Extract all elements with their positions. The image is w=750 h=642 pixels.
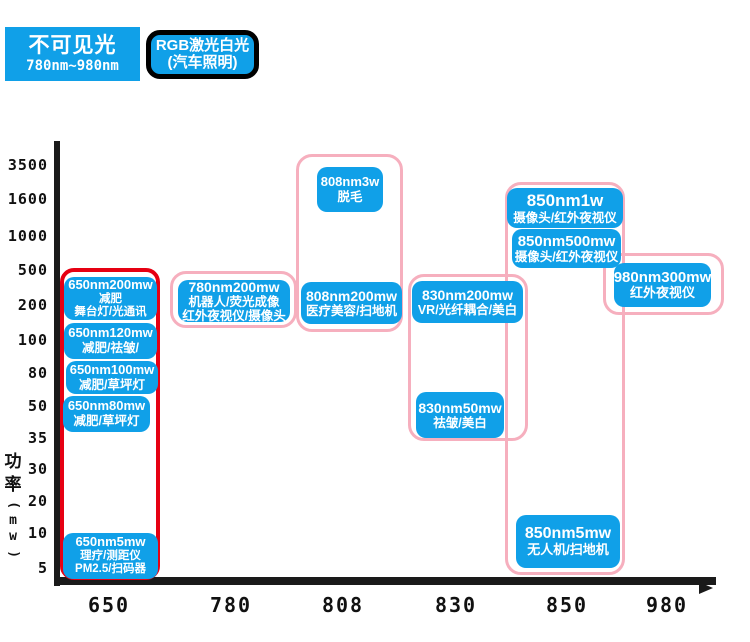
y-title-char: ) bbox=[6, 549, 22, 558]
rgb-laser-line2: (汽车照明) bbox=[167, 53, 238, 71]
box-apps: 机器人/荧光成像 bbox=[188, 294, 280, 309]
y-axis-line bbox=[54, 141, 60, 586]
group-780-outline bbox=[170, 271, 297, 328]
box-label: 830nm200mw bbox=[421, 286, 514, 303]
box-apps: 红外夜视仪/摄像头 bbox=[182, 309, 286, 324]
y-tick-500: 500 bbox=[17, 261, 48, 279]
data-box-980nm300mw: 980nm300mw 红外夜视仪 bbox=[614, 263, 711, 307]
x-tick-780: 780 bbox=[209, 593, 253, 617]
y-tick-10: 10 bbox=[27, 524, 48, 542]
box-label: 980nm300mw bbox=[613, 268, 712, 286]
y-tick-80: 80 bbox=[27, 364, 48, 382]
box-label: 830nm50mw bbox=[418, 399, 502, 416]
box-apps: PM2.5/扫码器 bbox=[75, 563, 146, 576]
x-axis-line bbox=[54, 577, 716, 585]
box-label: 808nm200mw bbox=[305, 287, 398, 304]
box-label: 850nm1w bbox=[526, 191, 604, 211]
box-label: 650nm5mw bbox=[75, 534, 146, 550]
data-box-650nm200mw: 650nm200mw 减肥 舞台灯/光通讯 bbox=[64, 277, 157, 320]
box-apps: 摄像头/红外夜视仪 bbox=[513, 210, 617, 225]
box-apps: 减肥/祛皱/ bbox=[82, 341, 139, 356]
data-box-850nm1w: 850nm1w 摄像头/红外夜视仪 bbox=[507, 188, 623, 228]
invisible-light-range: 780nm~980nm bbox=[26, 57, 119, 74]
data-box-850nm500mw: 850nm500mw 摄像头/红外夜视仪 bbox=[512, 229, 621, 268]
x-tick-980: 980 bbox=[645, 593, 689, 617]
data-box-830nm50mw: 830nm50mw 祛皱/美白 bbox=[416, 392, 504, 438]
box-label: 650nm80mw bbox=[67, 398, 146, 414]
y-tick-1600: 1600 bbox=[7, 190, 48, 208]
box-apps: 医疗美容/扫地机 bbox=[306, 303, 397, 318]
box-apps: 祛皱/美白 bbox=[433, 415, 487, 430]
x-tick-808: 808 bbox=[321, 593, 365, 617]
box-apps: 脱毛 bbox=[337, 189, 363, 204]
data-box-808nm200mw: 808nm200mw 医疗美容/扫地机 bbox=[301, 282, 402, 324]
box-apps: 减肥 bbox=[99, 292, 122, 305]
y-tick-35: 35 bbox=[27, 429, 48, 447]
y-title-char: m bbox=[9, 513, 17, 529]
box-apps: 红外夜视仪 bbox=[629, 285, 695, 301]
box-label: 850nm500mw bbox=[517, 232, 616, 250]
y-tick-20: 20 bbox=[27, 492, 48, 510]
data-box-830nm200mw: 830nm200mw VR/光纤耦合/美白 bbox=[412, 281, 523, 323]
y-title-char: 功 bbox=[4, 452, 22, 471]
box-label: 780nm200mw bbox=[188, 278, 280, 295]
group-808-outline bbox=[296, 154, 403, 332]
box-apps: 理疗/测距仪 bbox=[80, 550, 141, 563]
box-label: 650nm100mw bbox=[69, 361, 155, 377]
rgb-laser-badge: RGB激光白光 (汽车照明) bbox=[146, 30, 259, 79]
y-tick-30: 30 bbox=[27, 460, 48, 478]
data-box-650nm100mw: 650nm100mw 减肥/草坪灯 bbox=[66, 361, 158, 394]
group-850-outline bbox=[505, 182, 625, 575]
y-title-char: 率 bbox=[4, 474, 22, 494]
y-tick-1000: 1000 bbox=[7, 227, 48, 245]
y-axis-title: 功 率 ( m w ) bbox=[2, 451, 24, 562]
invisible-light-title: 不可见光 bbox=[28, 33, 117, 57]
box-apps: 舞台灯/光通讯 bbox=[74, 305, 147, 318]
y-tick-3500: 3500 bbox=[7, 156, 48, 174]
group-830-outline bbox=[408, 274, 528, 441]
data-box-850nm5mw: 850nm5mw 无人机/扫地机 bbox=[516, 515, 620, 568]
y-tick-200: 200 bbox=[17, 296, 48, 314]
data-box-650nm5mw: 650nm5mw 理疗/测距仪 PM2.5/扫码器 bbox=[63, 533, 158, 579]
box-apps: 无人机/扫地机 bbox=[527, 542, 609, 558]
invisible-light-badge: 不可见光 780nm~980nm bbox=[5, 27, 140, 81]
box-label: 808nm3w bbox=[320, 173, 380, 189]
y-title-char: w bbox=[9, 529, 17, 545]
y-tick-100: 100 bbox=[17, 331, 48, 349]
x-axis-arrow-icon bbox=[699, 582, 713, 594]
data-box-650nm80mw: 650nm80mw 减肥/草坪灯 bbox=[63, 396, 150, 432]
data-box-780nm200mw: 780nm200mw 机器人/荧光成像 红外夜视仪/摄像头 bbox=[178, 278, 290, 324]
box-apps: 摄像头/红外夜视仪 bbox=[514, 249, 619, 264]
y-tick-5: 5 bbox=[37, 559, 48, 577]
box-apps: 减肥/草坪灯 bbox=[73, 414, 140, 429]
x-tick-850: 850 bbox=[545, 593, 589, 617]
data-box-650nm120mw: 650nm120mw 减肥/祛皱/ bbox=[64, 323, 157, 359]
box-apps: VR/光纤耦合/美白 bbox=[417, 302, 518, 317]
box-label: 650nm120mw bbox=[68, 325, 153, 341]
data-box-808nm3w: 808nm3w 脱毛 bbox=[317, 167, 383, 212]
group-980-outline bbox=[603, 253, 724, 315]
y-tick-50: 50 bbox=[27, 397, 48, 415]
x-tick-830: 830 bbox=[434, 593, 478, 617]
box-label: 650nm200mw bbox=[68, 276, 153, 292]
box-apps: 减肥/草坪灯 bbox=[79, 377, 145, 392]
x-tick-650: 650 bbox=[87, 593, 131, 617]
rgb-laser-line1: RGB激光白光 bbox=[155, 36, 250, 54]
box-label: 850nm5mw bbox=[524, 524, 612, 542]
